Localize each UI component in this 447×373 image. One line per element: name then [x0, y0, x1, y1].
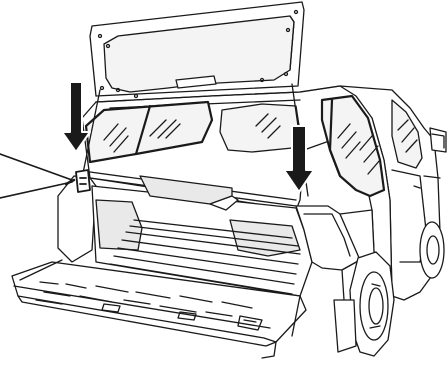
leader-line [0, 154, 72, 180]
raised-rear-glass-door [90, 2, 304, 98]
side-mirror [430, 128, 446, 152]
front-wheel [420, 222, 444, 278]
